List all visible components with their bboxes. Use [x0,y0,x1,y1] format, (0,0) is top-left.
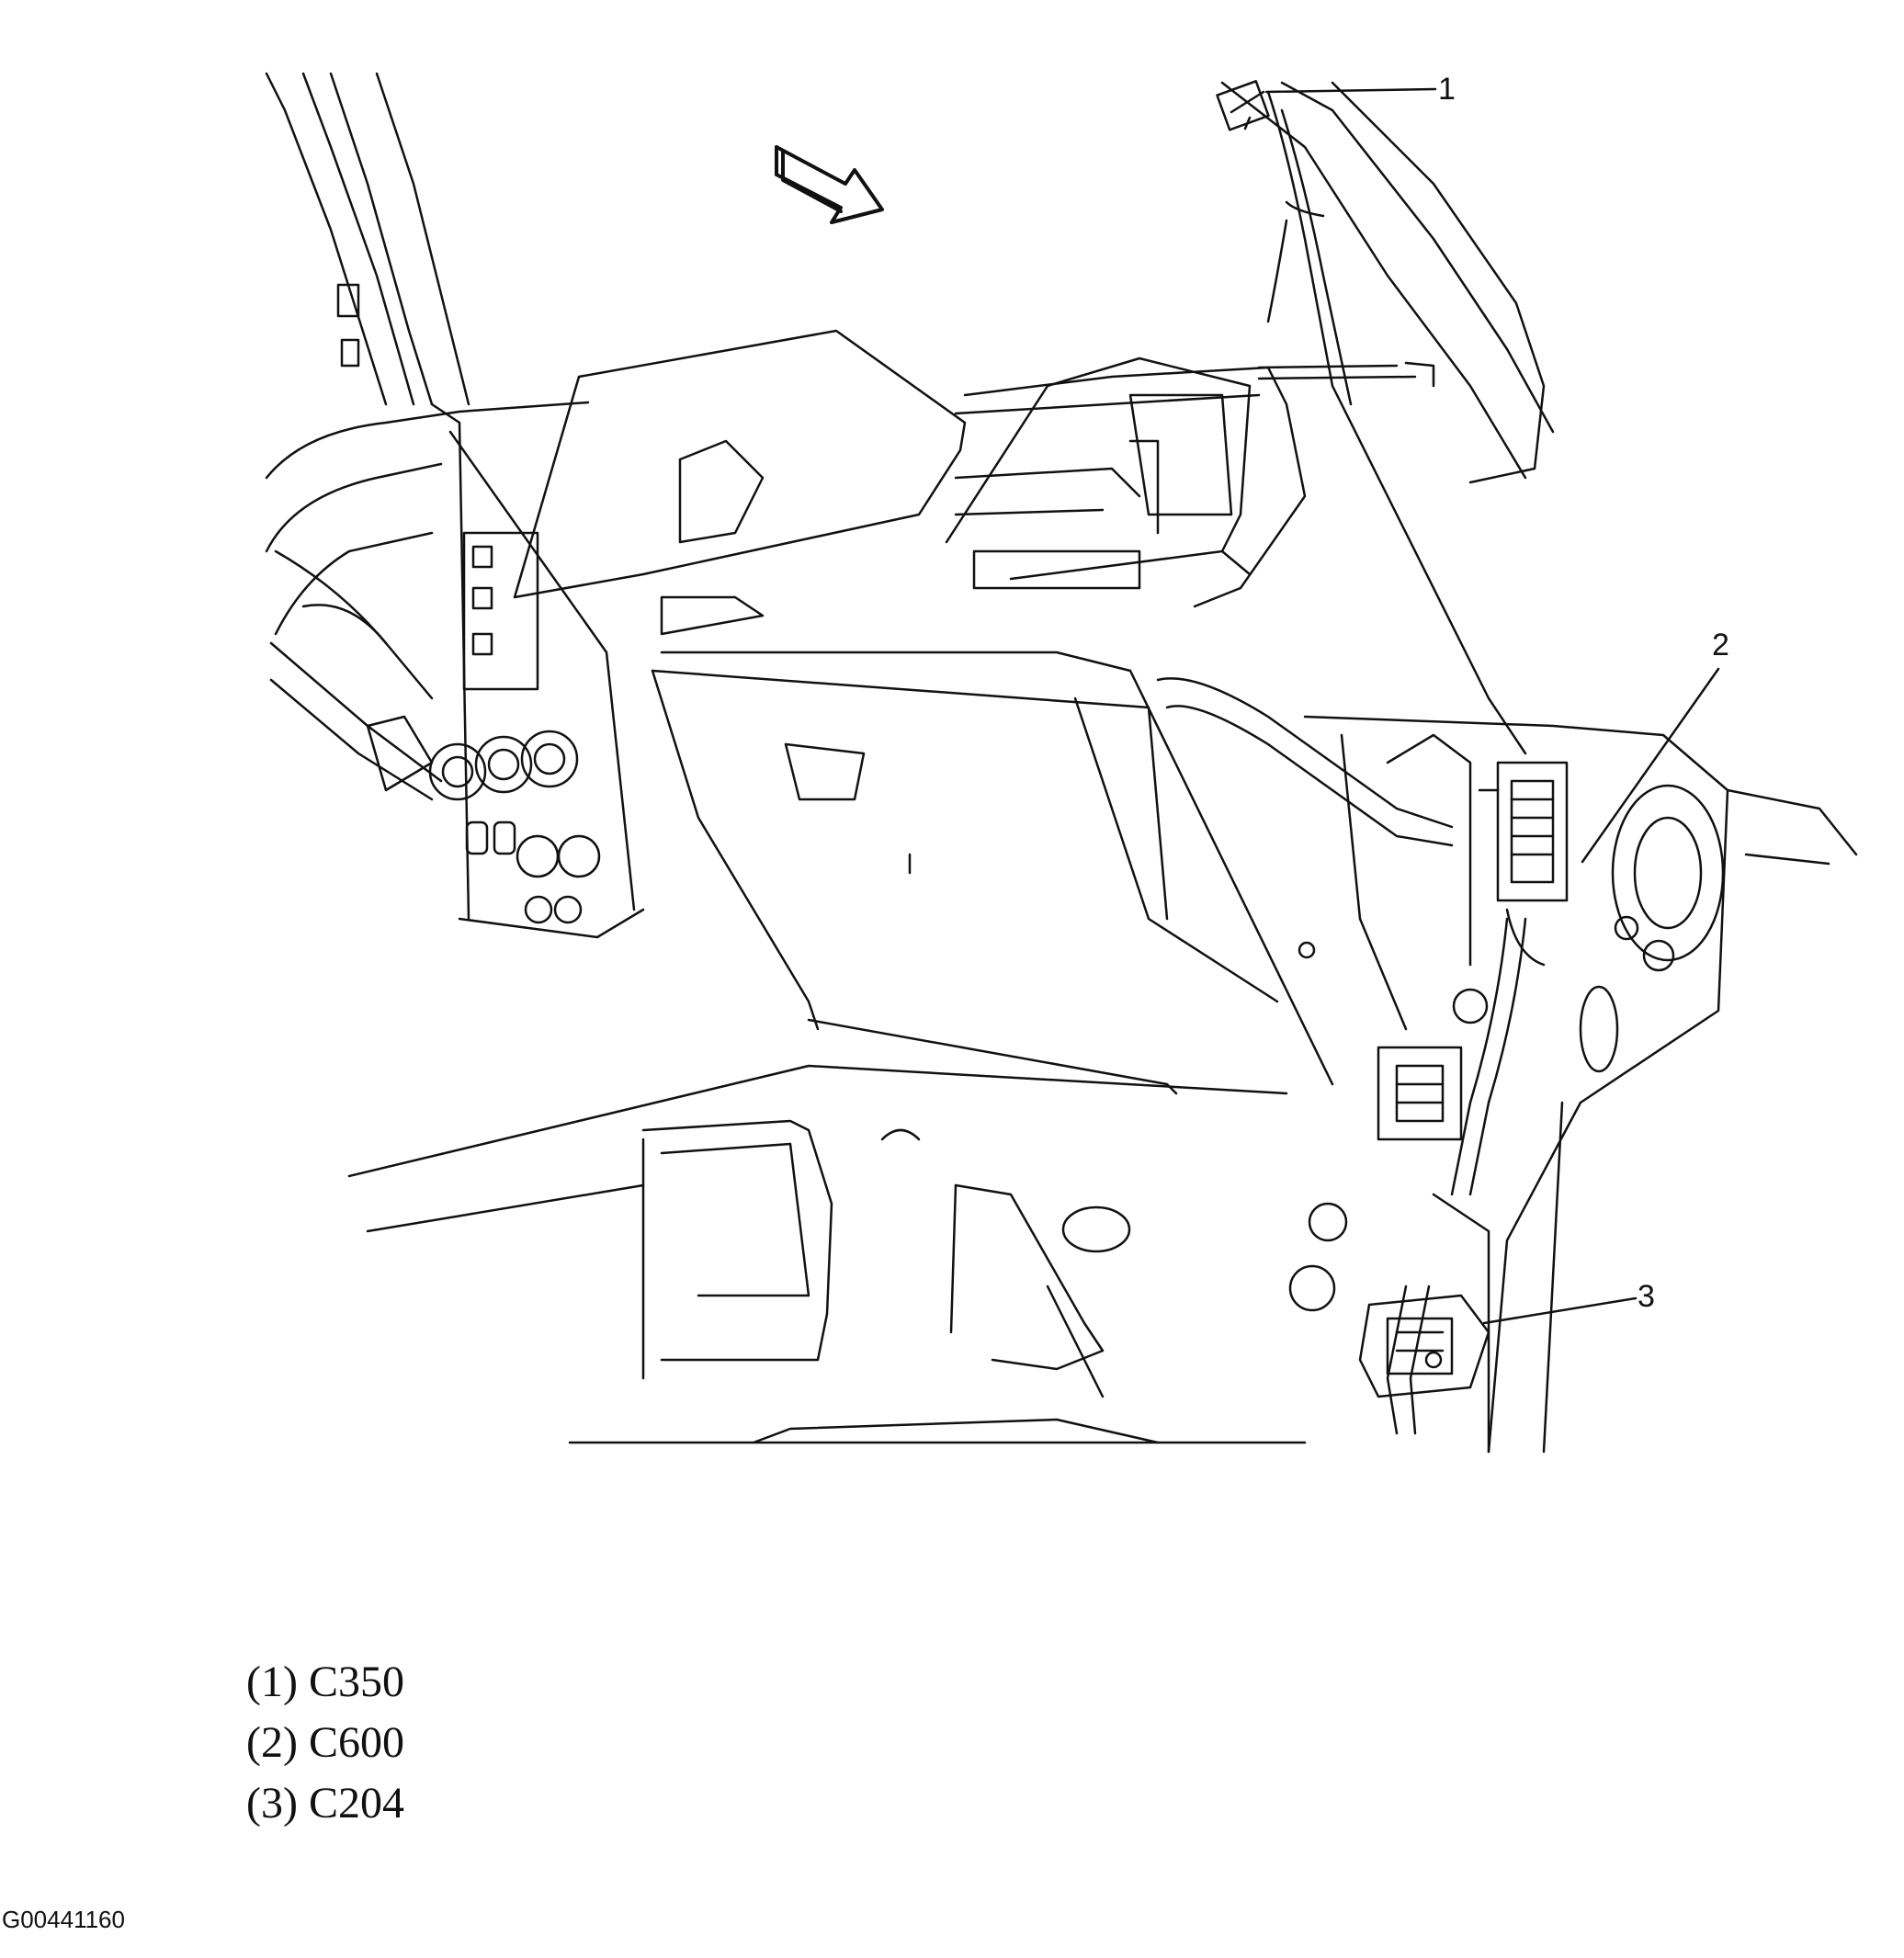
callout-leaders [1264,87,1720,1325]
right-a-pillar [1220,81,1555,484]
hvac-module [945,357,1252,590]
harness-connector [1377,1046,1463,1141]
legend-code: C204 [308,1779,404,1828]
floor-and-firewall [347,988,1489,1444]
dashboard-connector-diagram [265,72,1858,1454]
callout-1: 1 [1438,72,1456,107]
legend-item: (1) C350 [246,1652,404,1713]
instrument-panel-upper [265,366,1307,636]
callout-3: 3 [1638,1279,1655,1314]
connector-c600 [1478,761,1569,967]
connector-legend: (1) C350 (2) C600 (3) C204 [246,1652,404,1834]
glove-box-body [651,651,1334,1095]
glove-box-door [513,329,967,636]
connector-c204 [1358,1294,1490,1398]
legend-number: (1) [246,1658,298,1706]
callout-2: 2 [1712,628,1729,662]
figure-id: G00441160 [2,1906,125,1933]
connector-c350 [1216,80,1270,131]
legend-item: (2) C600 [246,1713,404,1773]
left-vent-area [269,549,443,801]
legend-code: C350 [308,1658,404,1706]
front-direction-arrow-icon [775,145,884,224]
left-a-pillar [265,72,470,406]
wiring-harness [1156,90,1527,1435]
legend-item: (3) C204 [246,1773,404,1834]
center-stack [428,402,645,939]
right-kick-panel [1303,715,1858,1454]
legend-number: (2) [246,1718,298,1767]
legend-code: C600 [308,1718,404,1767]
legend-number: (3) [246,1779,298,1828]
